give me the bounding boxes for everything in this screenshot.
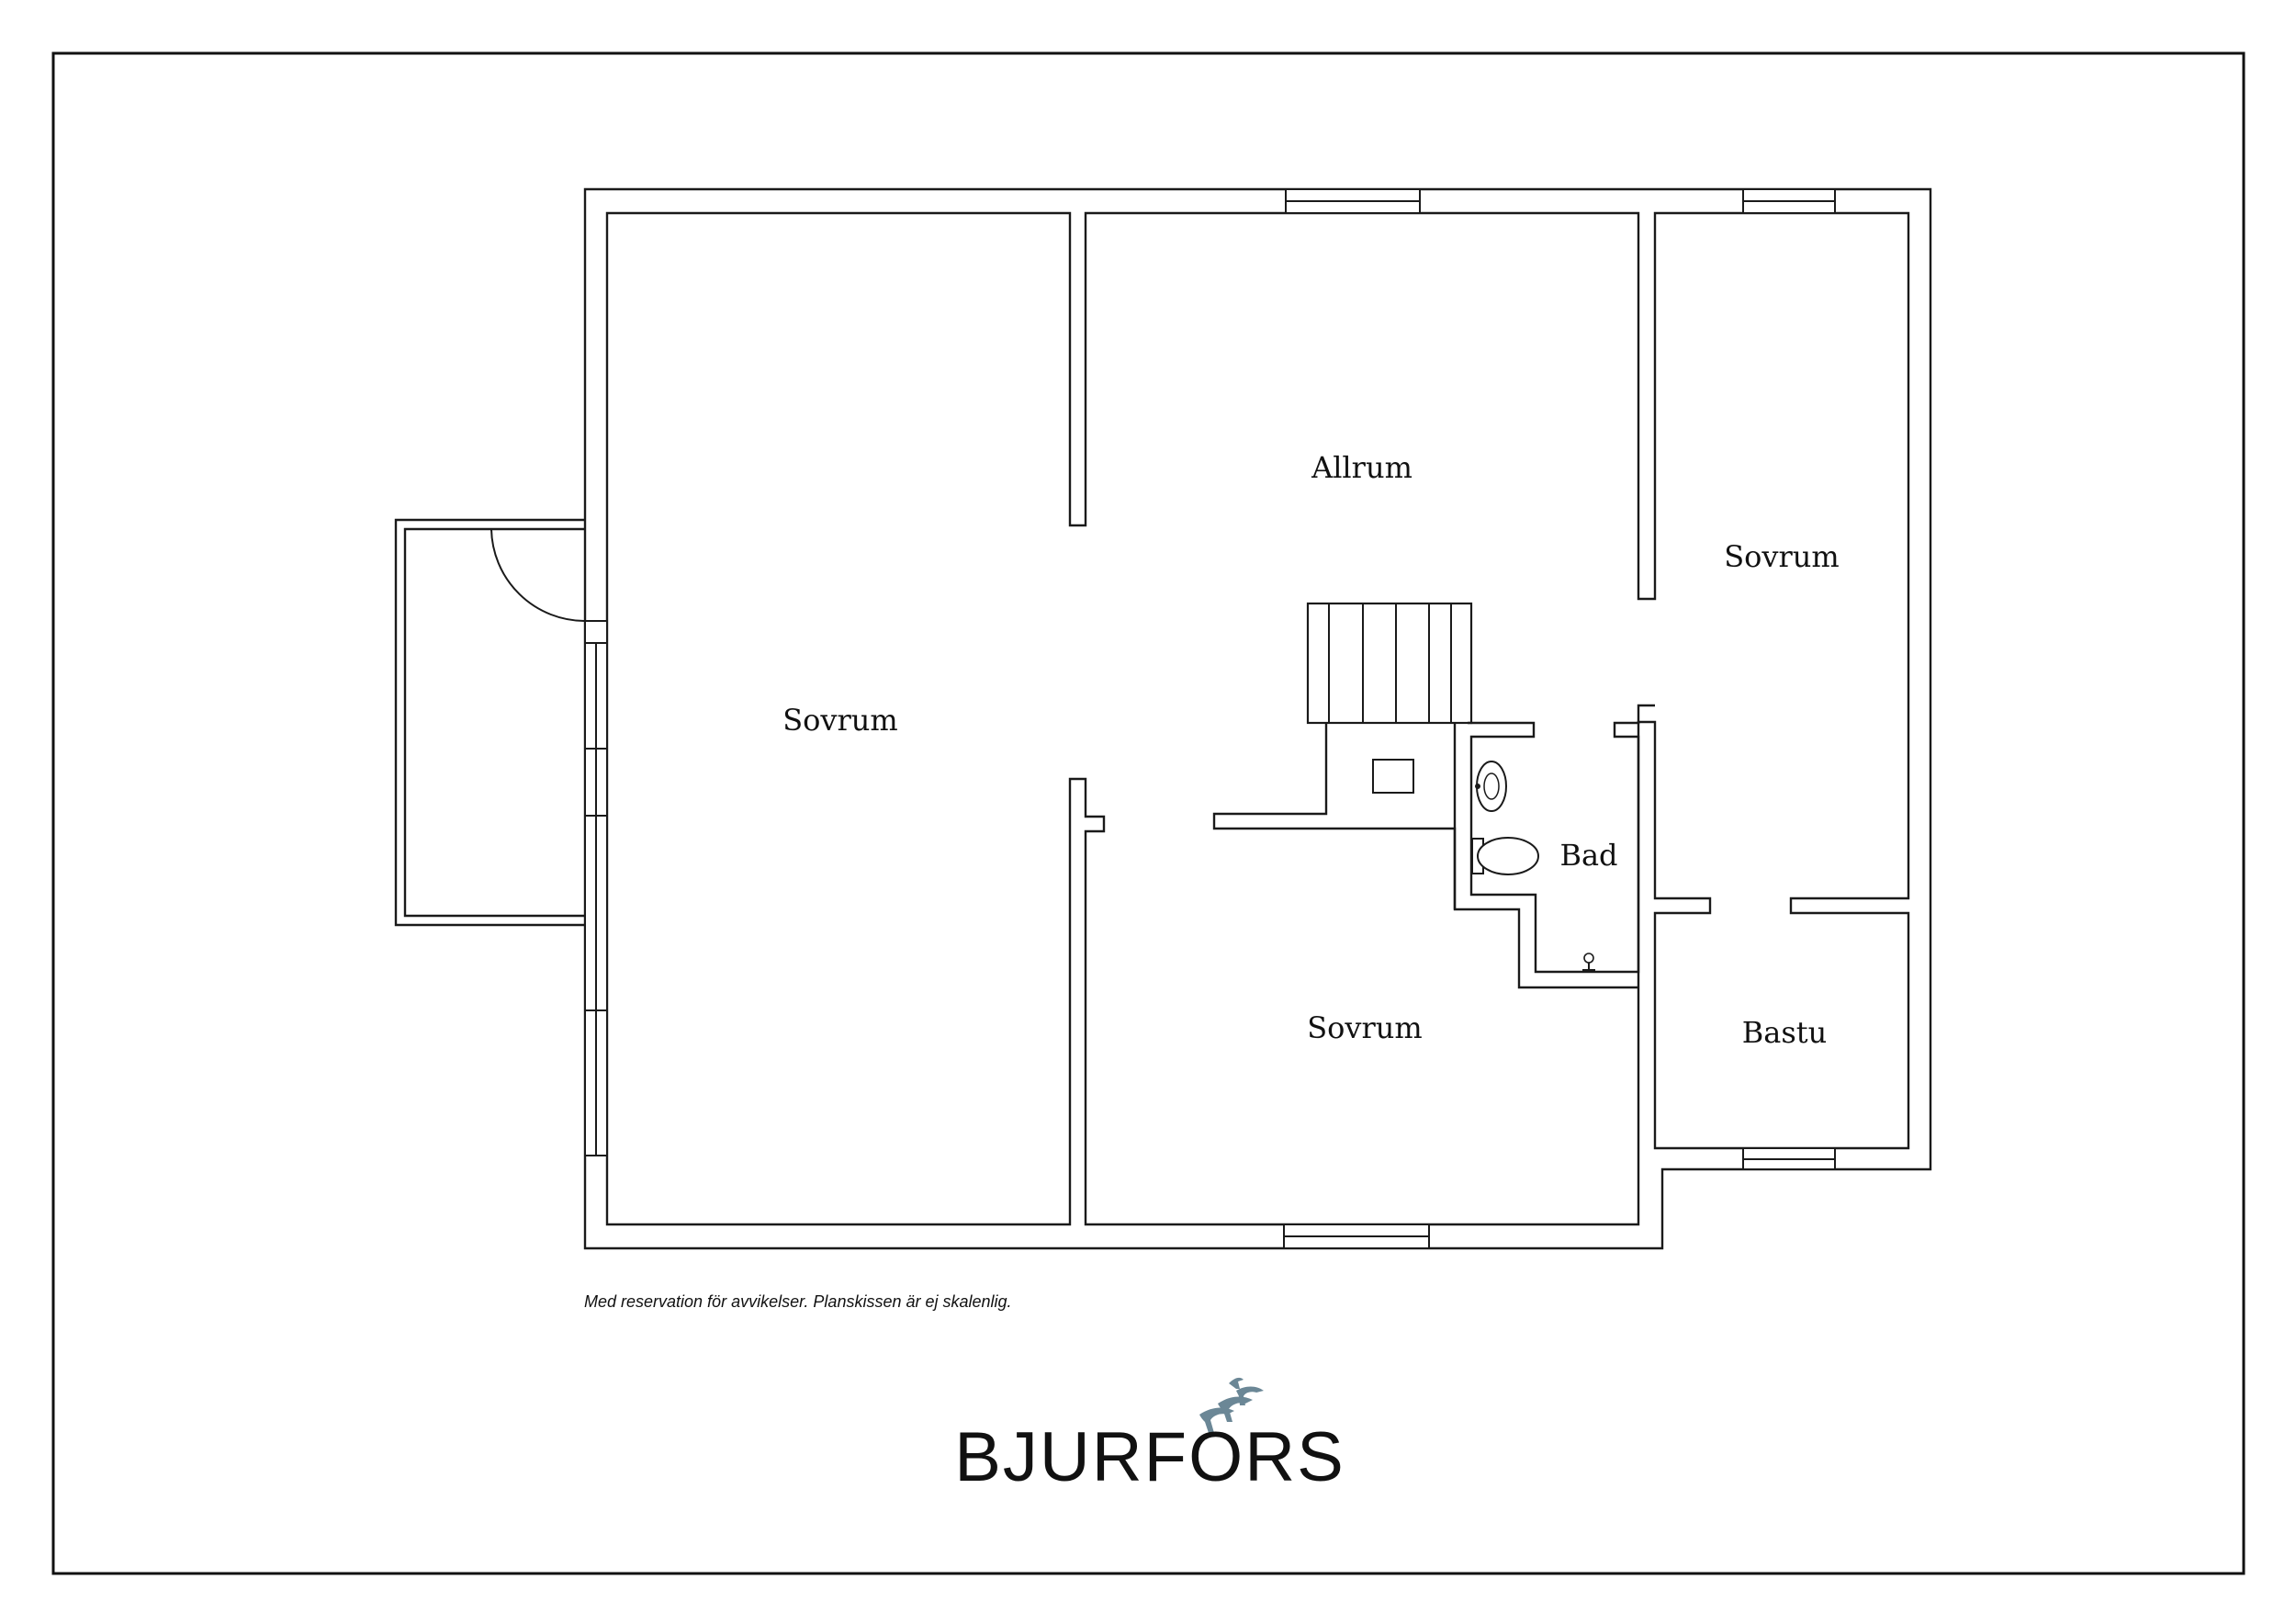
window-bottom-bastu bbox=[1742, 1147, 1836, 1170]
chimney bbox=[1372, 759, 1414, 794]
room-label-bad: Bad bbox=[1559, 838, 1617, 873]
room-label-sovrum-bottom: Sovrum bbox=[1307, 1010, 1423, 1045]
staircase bbox=[1306, 602, 1473, 725]
brand-name: BJURFORS bbox=[954, 1418, 1345, 1496]
bathroom-wall-outer bbox=[1468, 704, 1655, 974]
birds-icon bbox=[1199, 1377, 1264, 1433]
outer-wall-inner bbox=[605, 211, 1910, 1226]
shower-icon bbox=[1582, 953, 1595, 971]
toilet-icon bbox=[1471, 837, 1539, 875]
room-label-allrum: Allrum bbox=[1311, 450, 1412, 485]
page-frame bbox=[51, 51, 2245, 1575]
balcony bbox=[394, 518, 586, 927]
window-left-glazing bbox=[584, 620, 608, 1156]
disclaimer-text: Med reservation för avvikelser. Planskis… bbox=[584, 1292, 1012, 1311]
room-label-sovrum-right: Sovrum bbox=[1724, 539, 1840, 574]
window-bottom-sovrum bbox=[1283, 1224, 1430, 1249]
sink-icon bbox=[1475, 761, 1507, 812]
room-label-sovrum-left: Sovrum bbox=[782, 703, 898, 738]
room-label-bastu: Bastu bbox=[1742, 1015, 1827, 1050]
window-top-allrum bbox=[1285, 188, 1421, 214]
window-top-sovrum-right bbox=[1742, 188, 1836, 214]
outer-wall-outer bbox=[583, 187, 1932, 1250]
